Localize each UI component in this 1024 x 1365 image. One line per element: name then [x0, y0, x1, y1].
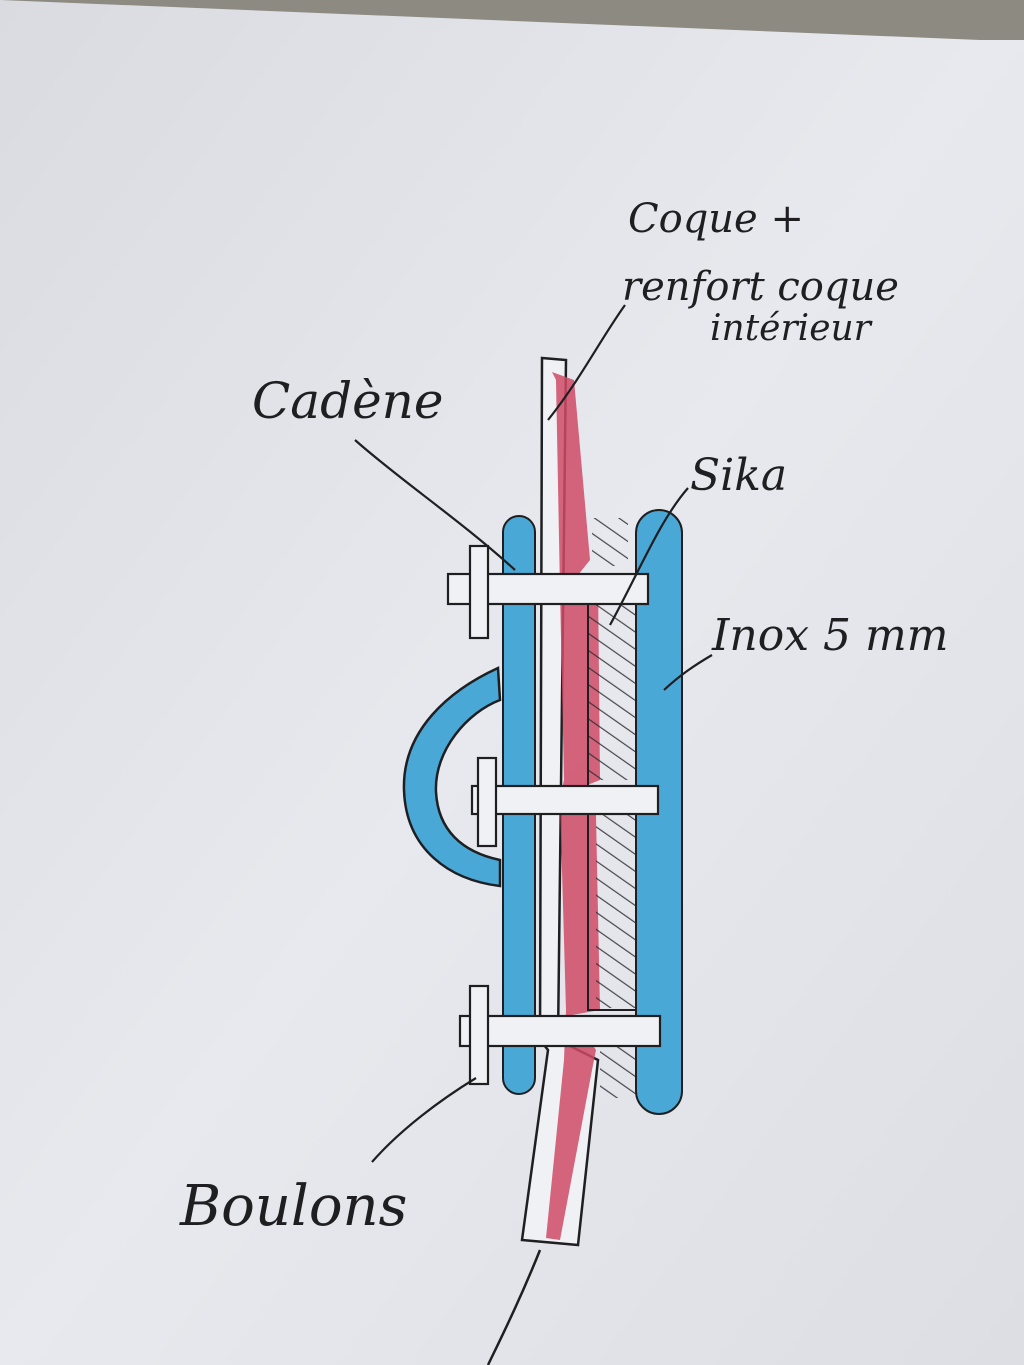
label-boulons: Boulons	[179, 1174, 407, 1239]
label-sika: Sika	[690, 450, 787, 501]
leader-sika	[609, 487, 689, 626]
label-coque-line1: Coque +	[628, 196, 804, 242]
bolts	[446, 544, 662, 1086]
label-cadene: Cadène	[252, 372, 443, 430]
cadene-handle	[402, 666, 502, 888]
sika-top-block	[592, 518, 628, 566]
leader-boulons	[371, 1077, 477, 1163]
bolt-middle	[470, 756, 660, 848]
bolt-top	[446, 544, 650, 640]
leader-coque	[547, 304, 626, 421]
hull-lower-edge	[486, 1249, 542, 1365]
labels: Coque + renfort coque intérieur Cadène S…	[179, 196, 948, 1239]
sika-bottom-block	[600, 1046, 640, 1098]
bolt-bottom	[458, 984, 662, 1086]
leader-cadene	[354, 439, 516, 571]
label-coque-line3: intérieur	[710, 308, 873, 349]
label-inox: Inox 5 mm	[711, 610, 948, 661]
leader-lines	[354, 304, 713, 1163]
label-coque-line2: renfort coque	[622, 264, 899, 310]
leader-inox	[663, 654, 713, 691]
